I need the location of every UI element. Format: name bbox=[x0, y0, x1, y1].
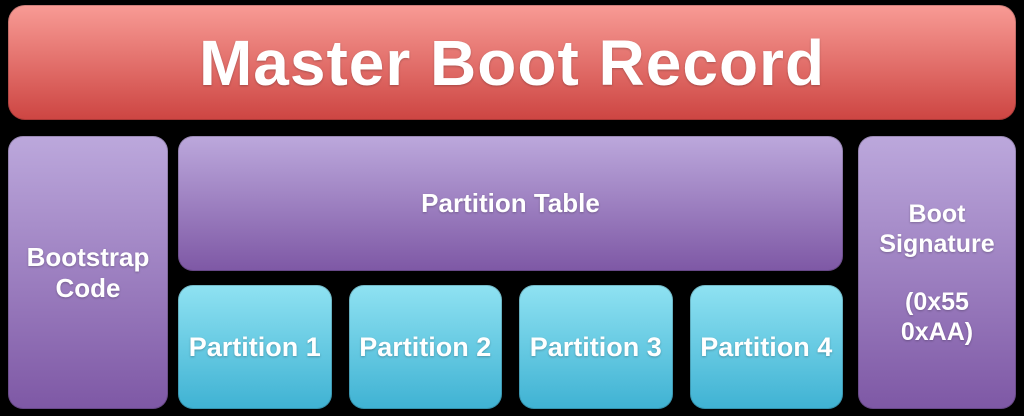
bootstrap-code-label: Bootstrap Code bbox=[26, 241, 150, 303]
bootstrap-code-block: Bootstrap Code bbox=[8, 136, 168, 409]
partition-table-block: Partition Table bbox=[178, 136, 843, 271]
boot-signature-block: Boot Signature (0x55 0xAA) bbox=[858, 136, 1016, 409]
partition-table-label: Partition Table bbox=[421, 188, 600, 218]
partition-2-block: Partition 2 bbox=[348, 285, 502, 409]
mbr-title-block: Master Boot Record bbox=[8, 5, 1016, 120]
boot-signature-label: Boot Signature bbox=[879, 199, 995, 258]
partition-1-block: Partition 1 bbox=[178, 285, 332, 409]
partition-area: Partition Table Partition 1 Partition 2 … bbox=[178, 136, 843, 409]
partition-3-block: Partition 3 bbox=[519, 285, 673, 409]
boot-signature-value: (0x55 0xAA) bbox=[900, 287, 974, 346]
mbr-title: Master Boot Record bbox=[198, 26, 826, 99]
partition-4-block: Partition 4 bbox=[689, 285, 843, 409]
partition-row: Partition 1 Partition 2 Partition 3 Part… bbox=[178, 285, 843, 409]
